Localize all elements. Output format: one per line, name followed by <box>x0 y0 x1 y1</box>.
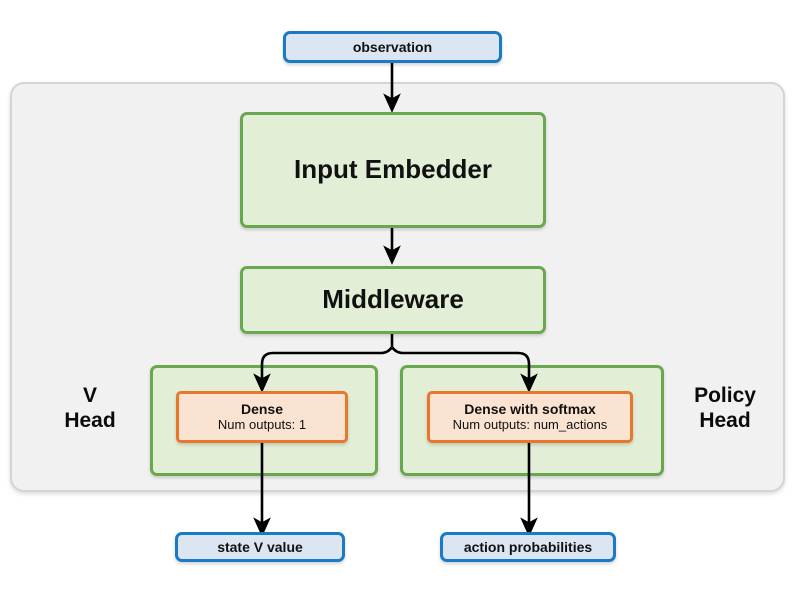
state-v-value-label: state V value <box>217 538 303 555</box>
v-head-group-label: V Head <box>64 384 116 432</box>
input-embedder-label: Input Embedder <box>294 154 492 185</box>
middleware-node[interactable]: Middleware <box>240 266 546 334</box>
dense-policy-title: Dense with softmax <box>464 401 596 418</box>
action-probabilities-label: action probabilities <box>463 538 593 555</box>
middleware-label: Middleware <box>322 284 464 315</box>
state-v-value-node[interactable]: state V value <box>175 532 345 562</box>
dense-policy-subtitle: Num outputs: num_actions <box>452 416 608 432</box>
dense-v-title: Dense <box>240 401 284 418</box>
input-embedder-node[interactable]: Input Embedder <box>240 112 546 228</box>
action-probabilities-node[interactable]: action probabilities <box>440 532 616 562</box>
observation-node[interactable]: observation <box>283 31 502 63</box>
policy-head-group-label: Policy Head <box>694 384 756 432</box>
dense-v-subtitle: Num outputs: 1 <box>217 416 307 432</box>
dense-v-node[interactable]: Dense Num outputs: 1 <box>176 391 348 443</box>
dense-policy-node[interactable]: Dense with softmax Num outputs: num_acti… <box>427 391 633 443</box>
observation-label: observation <box>352 38 433 55</box>
